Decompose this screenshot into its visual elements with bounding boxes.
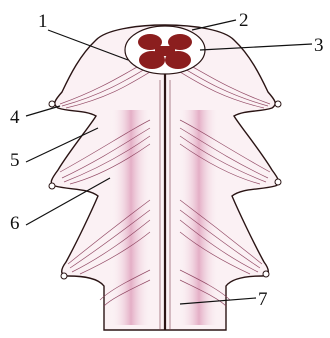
label-6: 6 (10, 214, 20, 233)
label-3: 3 (314, 36, 324, 55)
label-1: 1 (38, 12, 48, 31)
label-4: 4 (10, 108, 20, 127)
label-2: 2 (239, 11, 249, 30)
label-5: 5 (10, 151, 20, 170)
left-posterior-column (110, 110, 152, 325)
label-7: 7 (258, 290, 268, 309)
right-posterior-column (178, 110, 220, 325)
